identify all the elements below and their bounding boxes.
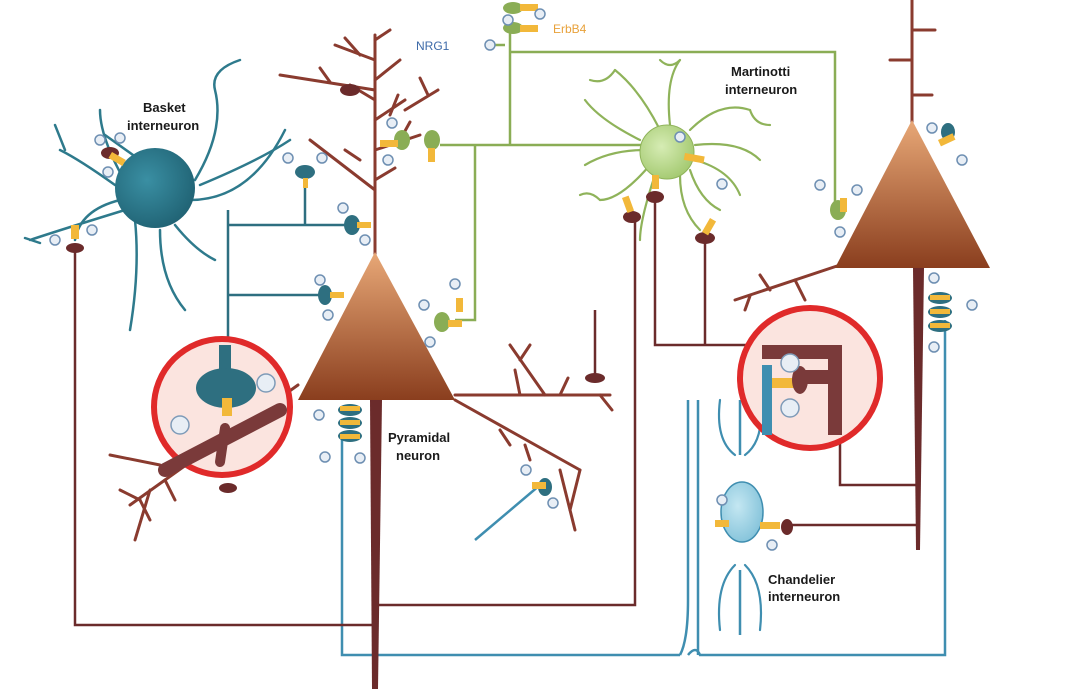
- svg-text:neuron: neuron: [396, 448, 440, 463]
- chandelier-soma: [720, 481, 764, 543]
- martinotti-interneuron-label: Martinotti interneuron: [725, 64, 797, 97]
- erbb4-receptors: [71, 4, 956, 529]
- basket-soma: [115, 148, 195, 228]
- chandelier-interneuron-label: Chandelier interneuron: [768, 572, 840, 604]
- basket-interneuron-label: Basket interneuron: [127, 100, 199, 133]
- svg-text:Martinotti: Martinotti: [731, 64, 790, 79]
- pyramidal-axon-left: [370, 400, 382, 689]
- chandelier-interneuron[interactable]: [717, 398, 764, 632]
- svg-text:interneuron: interneuron: [768, 589, 840, 604]
- pyramidal-neuron-left-soma[interactable]: [298, 252, 455, 400]
- svg-text:interneuron: interneuron: [127, 118, 199, 133]
- martinotti-interneuron[interactable]: [578, 58, 772, 242]
- basket-interneuron[interactable]: [23, 58, 292, 332]
- zoom-highlight-basket-synapse: [151, 336, 293, 478]
- nrg1-label: NRG1: [416, 39, 450, 53]
- zoom-highlight-chandelier-synapse: [737, 305, 883, 451]
- svg-text:Pyramidal: Pyramidal: [388, 430, 450, 445]
- nrg1-vesicles: [49, 8, 978, 551]
- svg-text:Chandelier: Chandelier: [768, 572, 835, 587]
- pyramidal-neuron-label: Pyramidal neuron: [388, 430, 450, 463]
- pyramidal-dendrites-left: [278, 28, 440, 262]
- erbb4-label: ErbB4: [553, 22, 587, 36]
- svg-text:interneuron: interneuron: [725, 82, 797, 97]
- martinotti-soma: [639, 124, 695, 180]
- svg-text:Basket: Basket: [143, 100, 186, 115]
- pyramidal-axon-right: [913, 268, 924, 550]
- chandelier-axon-wires: [340, 320, 947, 657]
- pyramidal-dendrites-right: [733, 0, 937, 312]
- pyramidal-neuron-right-soma[interactable]: [835, 120, 990, 268]
